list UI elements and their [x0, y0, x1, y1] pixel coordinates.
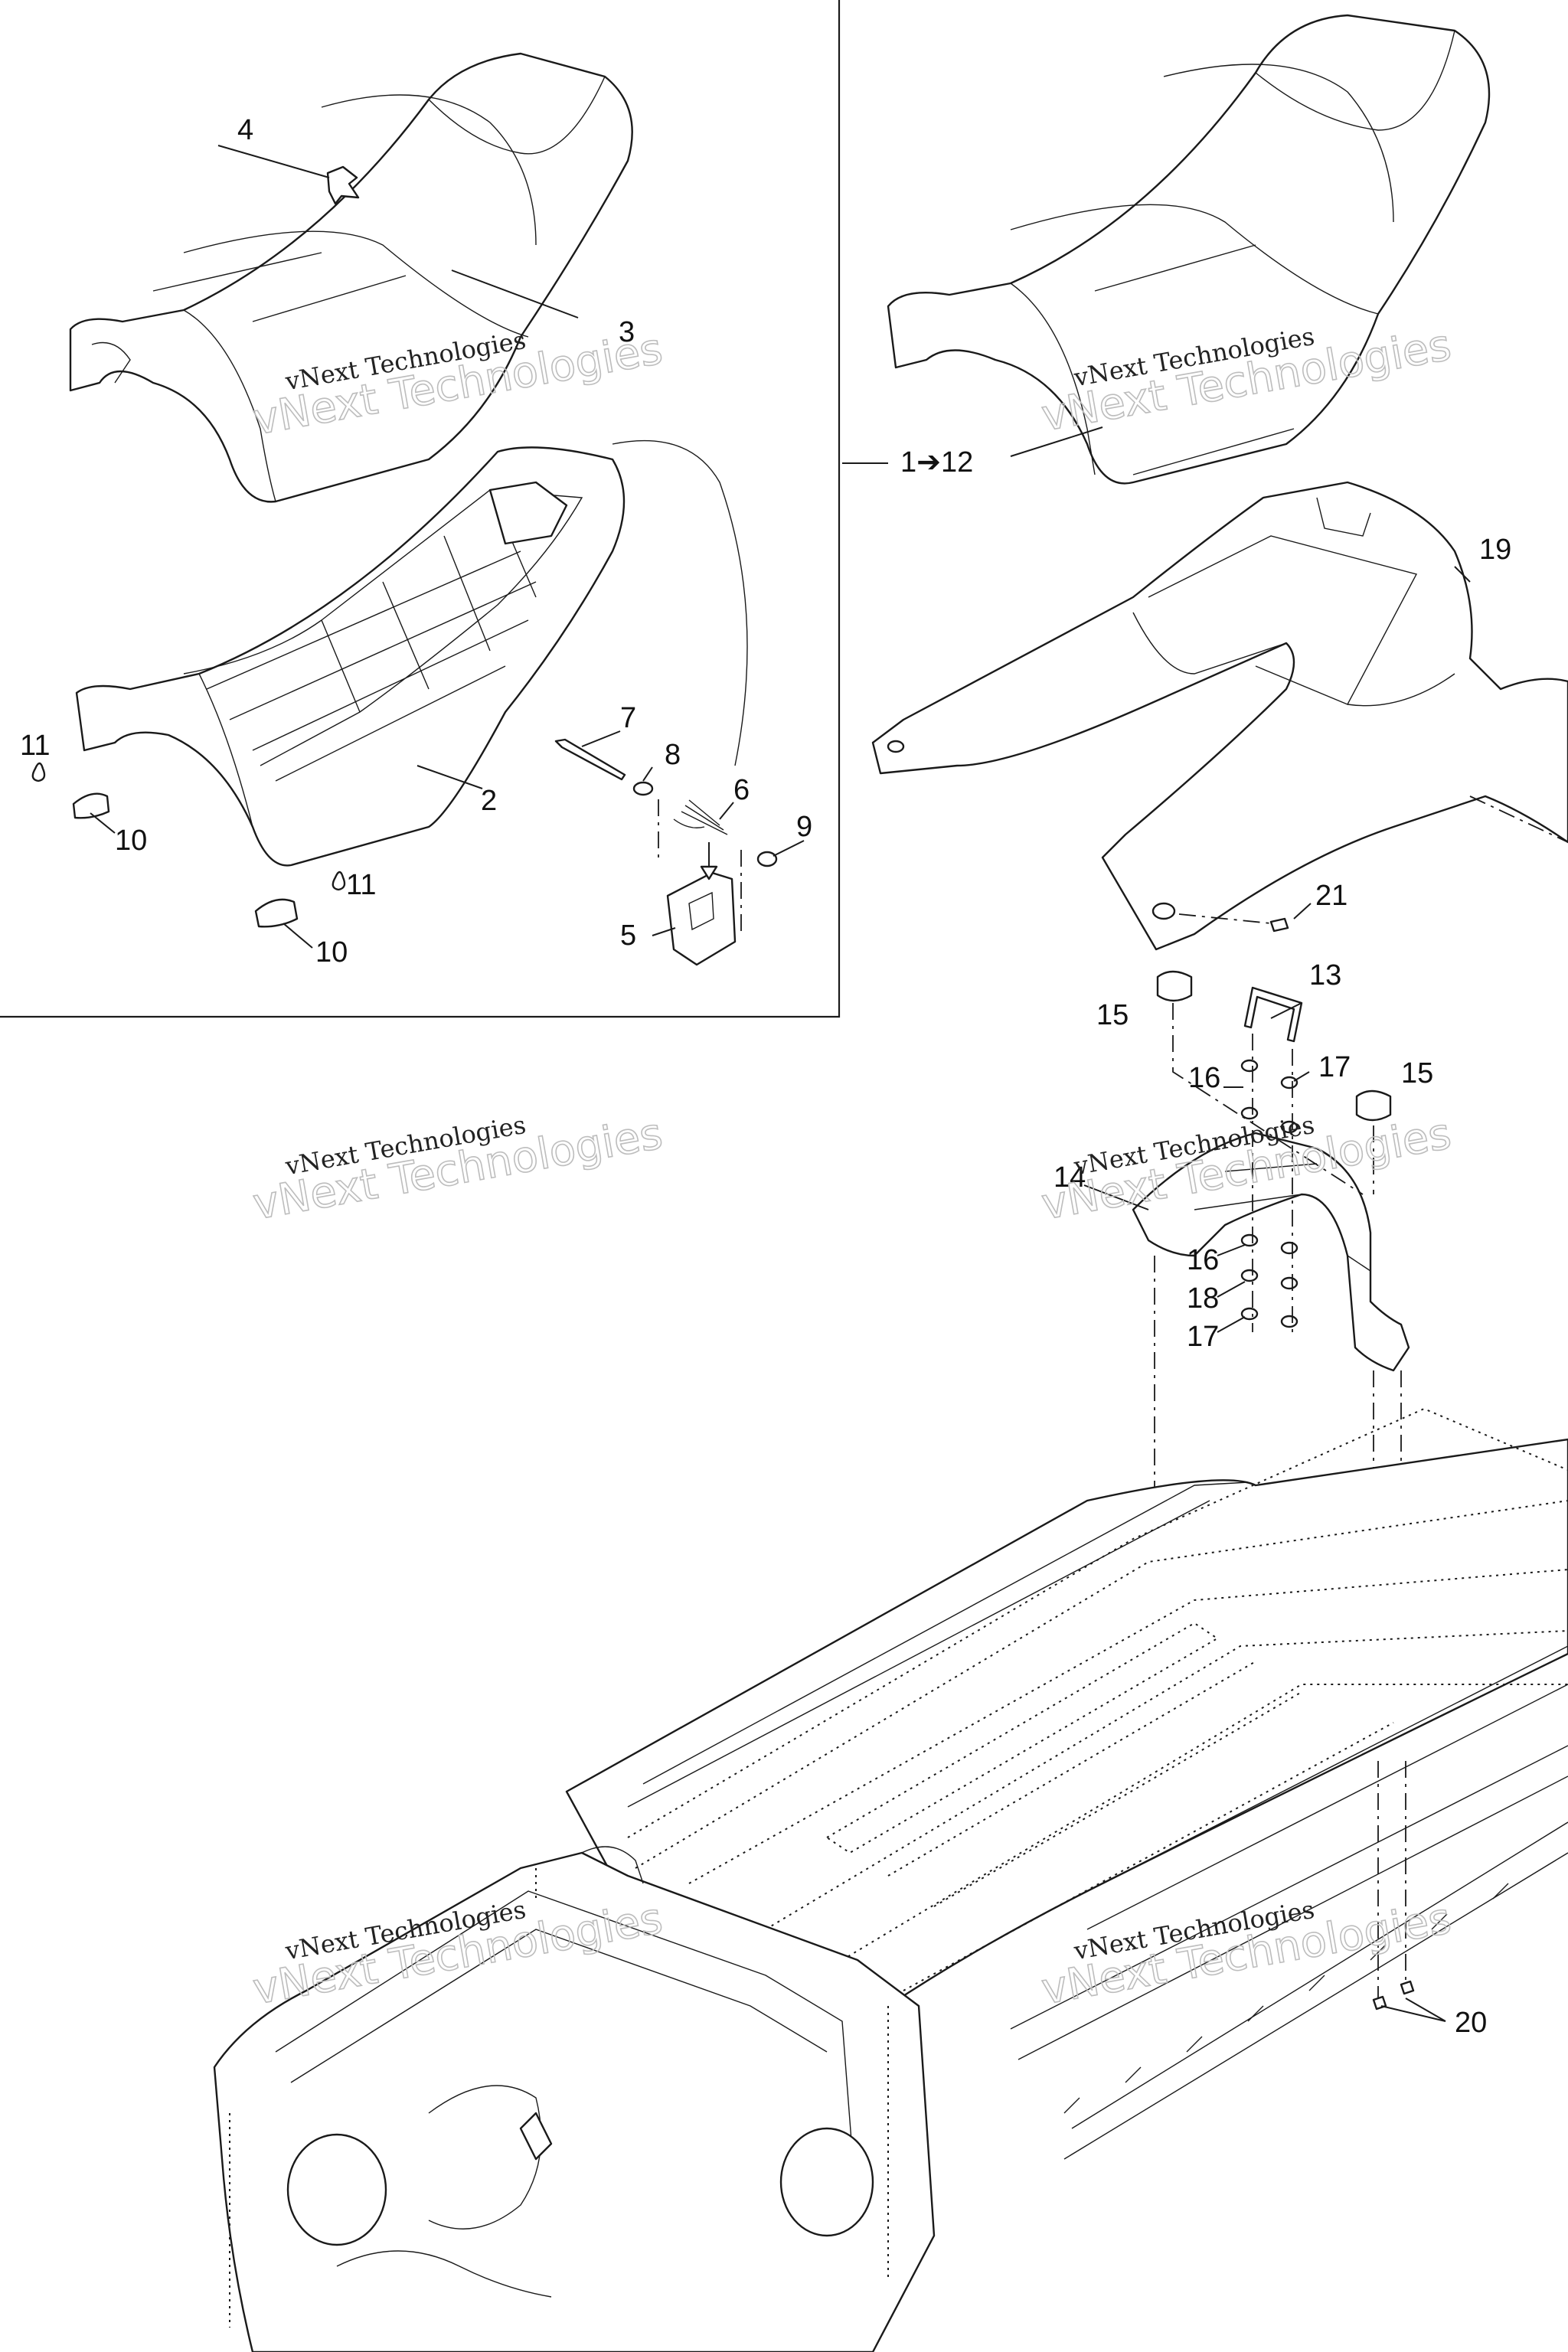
rear-frame: [871, 481, 1568, 951]
latch-washer: [632, 781, 654, 796]
inset-frame: [0, 0, 841, 1018]
adhesive-drop-icon: [31, 762, 46, 782]
washers-nuts: [1240, 1059, 1298, 1328]
callout-11b: 11: [346, 869, 376, 901]
tunnel-screw: [1400, 1980, 1415, 1995]
callout-7: 7: [620, 702, 636, 734]
u-bolt: [1243, 986, 1303, 1043]
callout-11a: 11: [20, 730, 50, 762]
seat-cover: [69, 52, 633, 503]
callout-21: 21: [1315, 880, 1348, 912]
watermark-mid-left: vNext Technologies vNext Technologies: [249, 1108, 667, 1230]
callout-16b: 16: [1187, 1244, 1219, 1276]
latch-nut: [756, 851, 778, 867]
callout-10a: 10: [115, 825, 147, 857]
callout-15b: 15: [1401, 1057, 1433, 1089]
callout-17b: 17: [1187, 1321, 1219, 1353]
callout-10b: 10: [315, 936, 348, 969]
seat-base: [75, 446, 626, 867]
rear-bracket: [1132, 1132, 1410, 1372]
callout-1-12: 1➔12: [900, 446, 973, 479]
callout-14: 14: [1054, 1161, 1086, 1194]
bumper-clip-lower: [254, 898, 299, 928]
knob-right: [1355, 1089, 1392, 1122]
callout-19: 19: [1479, 534, 1511, 566]
callout-3: 3: [619, 316, 635, 348]
callout-16a: 16: [1188, 1062, 1220, 1094]
screw: [1269, 917, 1289, 933]
watermark-bottom-right: vNext Technologies vNext Technologies: [1037, 1893, 1455, 2015]
callout-9: 9: [796, 811, 812, 843]
seat-assembly: [887, 14, 1491, 485]
tunnel-chassis: [213, 1407, 1568, 2352]
bumper-clip-upper: [72, 792, 110, 819]
callout-2: 2: [481, 785, 497, 817]
callout-17a: 17: [1318, 1051, 1351, 1083]
callout-20: 20: [1455, 2007, 1487, 2039]
callout-15a: 15: [1096, 999, 1129, 1031]
callout-5: 5: [620, 920, 636, 952]
seat-latch: [666, 871, 737, 966]
logo-emblem: [326, 165, 360, 205]
callout-8: 8: [665, 739, 681, 771]
knob-left: [1156, 970, 1193, 1002]
latch-bolt: [554, 738, 626, 781]
callout-13: 13: [1309, 959, 1341, 991]
callout-18: 18: [1187, 1282, 1219, 1315]
adhesive-drop-icon: [332, 871, 346, 891]
callout-6: 6: [733, 774, 750, 806]
latch-spring: [673, 799, 728, 835]
callout-4: 4: [237, 114, 253, 146]
